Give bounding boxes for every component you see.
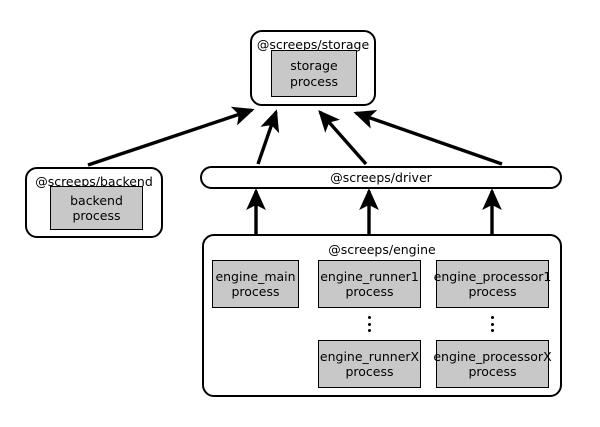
process-label-line1: storage <box>290 58 338 74</box>
process-box-engine-runnerx: engine_runnerX process <box>318 340 421 388</box>
process-box-backend: backend process <box>50 186 143 230</box>
process-label-line1: engine_processorX <box>433 348 552 364</box>
process-box-storage: storage process <box>271 50 357 97</box>
process-box-engine-main: engine_main process <box>212 260 299 308</box>
process-label-line2: process <box>468 364 517 379</box>
vertical-ellipsis-icon-processor <box>491 316 494 332</box>
process-label-line2: process <box>468 284 517 299</box>
process-label-line1: engine_runner1 <box>320 268 419 284</box>
package-bar-driver: @screeps/driver <box>200 166 562 189</box>
process-label-line2: process <box>345 364 394 379</box>
edge-driver-to-storage-middle <box>318 109 368 166</box>
process-box-engine-processorx: engine_processorX process <box>433 340 552 388</box>
package-label-storage: @screeps/storage <box>256 37 370 52</box>
package-label-engine: @screeps/engine <box>328 242 436 257</box>
edge-driver-to-storage-right <box>353 109 503 166</box>
process-label-line1: engine_processor1 <box>433 268 552 284</box>
edge-backend-to-storage <box>87 106 255 167</box>
process-label-line2: process <box>289 73 339 89</box>
package-label-backend: @screeps/backend <box>35 174 153 189</box>
package-label-driver: @screeps/driver <box>330 170 432 185</box>
vertical-ellipsis-icon-runner <box>368 316 371 332</box>
process-box-engine-processor1: engine_processor1 process <box>433 260 552 308</box>
process-label-line1: engine_main <box>215 268 296 284</box>
process-label-line1: backend <box>70 192 123 208</box>
process-label-line2: process <box>345 284 394 299</box>
process-label-line2: process <box>72 208 121 223</box>
edge-driver-to-storage-left <box>256 109 280 165</box>
process-box-engine-runner1: engine_runner1 process <box>318 260 421 308</box>
process-label-line2: process <box>231 284 280 299</box>
process-label-line1: engine_runnerX <box>319 348 420 364</box>
